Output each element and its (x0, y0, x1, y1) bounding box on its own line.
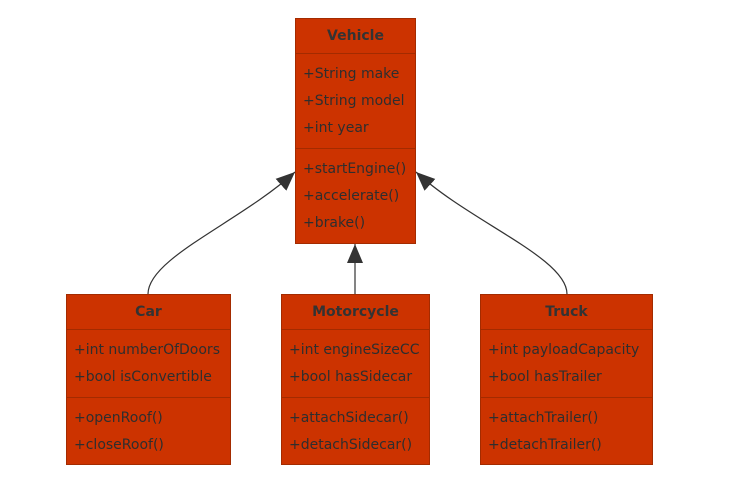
attribute: +int year (303, 120, 369, 136)
method: +detachSidecar() (289, 437, 413, 453)
class-name: Motorcycle (282, 295, 429, 330)
attribute: +String model (303, 93, 405, 109)
method: +startEngine() (303, 161, 407, 177)
methods-section: +attachTrailer() +detachTrailer() (481, 397, 652, 465)
class-car: Car +int numberOfDoors +bool isConvertib… (66, 294, 231, 465)
methods-section: +attachSidecar() +detachSidecar() (282, 397, 429, 465)
class-name: Car (67, 295, 230, 330)
method: +closeRoof() (74, 437, 164, 453)
attributes-section: +int numberOfDoors +bool isConvertible (67, 330, 230, 397)
attribute: +String make (303, 66, 400, 82)
method: +accelerate() (303, 188, 400, 204)
method: +attachTrailer() (488, 410, 599, 426)
attribute: +int payloadCapacity (488, 342, 640, 358)
method: +openRoof() (74, 410, 163, 426)
attribute: +int engineSizeCC (289, 342, 420, 358)
method: +attachSidecar() (289, 410, 409, 426)
method: +brake() (303, 215, 366, 231)
edge-car-to-vehicle (147, 171, 296, 295)
attributes-section: +int payloadCapacity +bool hasTrailer (481, 330, 652, 397)
method: +detachTrailer() (488, 437, 602, 453)
attribute: +int numberOfDoors (74, 342, 220, 358)
class-truck: Truck +int payloadCapacity +bool hasTrai… (480, 294, 653, 465)
attribute: +bool isConvertible (74, 369, 212, 385)
attribute: +bool hasTrailer (488, 369, 602, 385)
class-vehicle: Vehicle +String make +String model +int … (295, 18, 416, 244)
class-name: Vehicle (296, 19, 415, 54)
attributes-section: +int engineSizeCC +bool hasSidecar (282, 330, 429, 397)
methods-section: +openRoof() +closeRoof() (67, 397, 230, 465)
attributes-section: +String make +String model +int year (296, 54, 415, 148)
attribute: +bool hasSidecar (289, 369, 413, 385)
edge-truck-to-vehicle (415, 171, 568, 295)
class-motorcycle: Motorcycle +int engineSizeCC +bool hasSi… (281, 294, 430, 465)
class-name: Truck (481, 295, 652, 330)
methods-section: +startEngine() +accelerate() +brake() (296, 148, 415, 243)
